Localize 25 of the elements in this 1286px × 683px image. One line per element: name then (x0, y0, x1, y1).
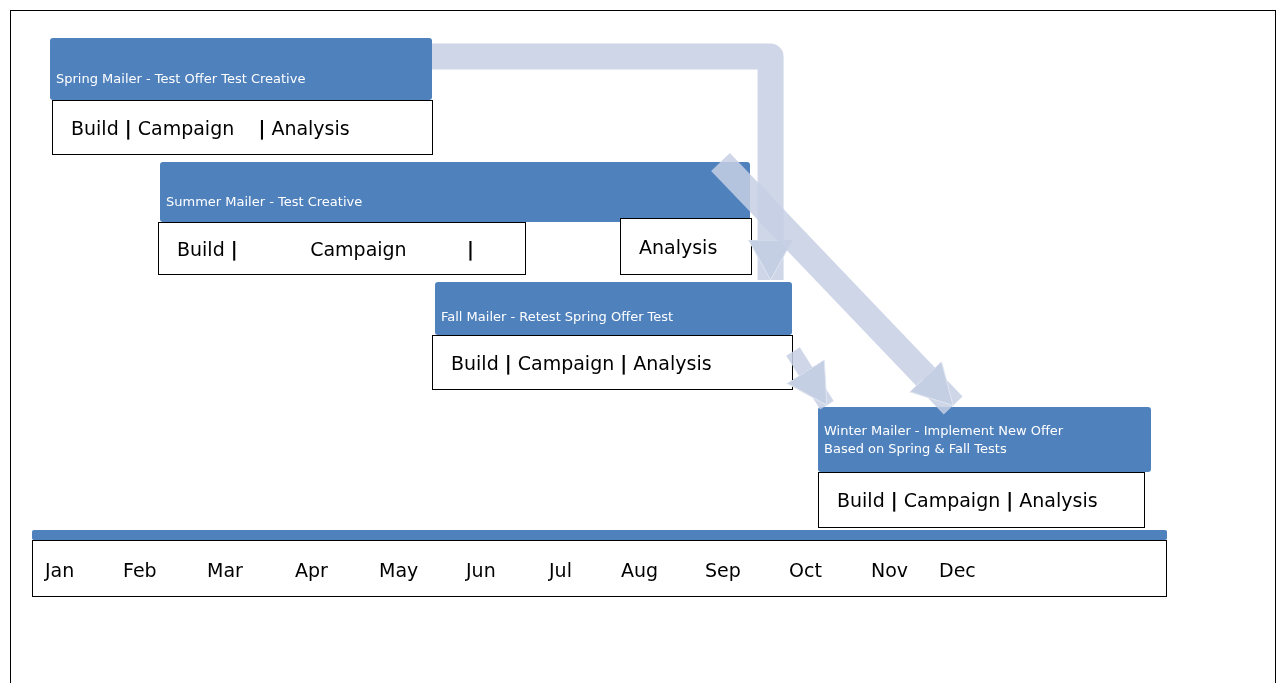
arrow (786, 347, 834, 410)
mailer-header: Fall Mailer - Retest Spring Offer Test (435, 282, 792, 335)
phase-box: Build | Campaign | (158, 222, 526, 275)
month-label: Jul (549, 559, 572, 581)
month-label: Nov (871, 559, 909, 581)
phase-box: Build | Campaign | Analysis (52, 100, 433, 155)
mailer-header: Winter Mailer - Implement New Offer Based on Spring & Fall Tests (818, 407, 1151, 472)
month-label: Sep (705, 559, 741, 581)
month-label: Jan (45, 559, 75, 581)
month-label: Mar (207, 559, 243, 581)
month-label: May (379, 559, 419, 581)
month-label: Oct (789, 559, 822, 581)
month-label: Apr (295, 559, 328, 581)
timeline-bar (32, 530, 1167, 540)
mailer-header: Summer Mailer - Test Creative (160, 162, 750, 222)
month-box (32, 540, 1167, 597)
phase-box: Analysis (620, 218, 752, 275)
arrow (711, 153, 963, 415)
month-label: Jun (466, 559, 496, 581)
month-label: Feb (123, 559, 157, 581)
mailer-header: Spring Mailer - Test Offer Test Creative (50, 38, 432, 100)
month-label: Aug (621, 559, 659, 581)
month-label: Dec (939, 559, 976, 581)
phase-box: Build | Campaign | Analysis (818, 472, 1145, 528)
phase-box: Build | Campaign | Analysis (432, 335, 793, 390)
